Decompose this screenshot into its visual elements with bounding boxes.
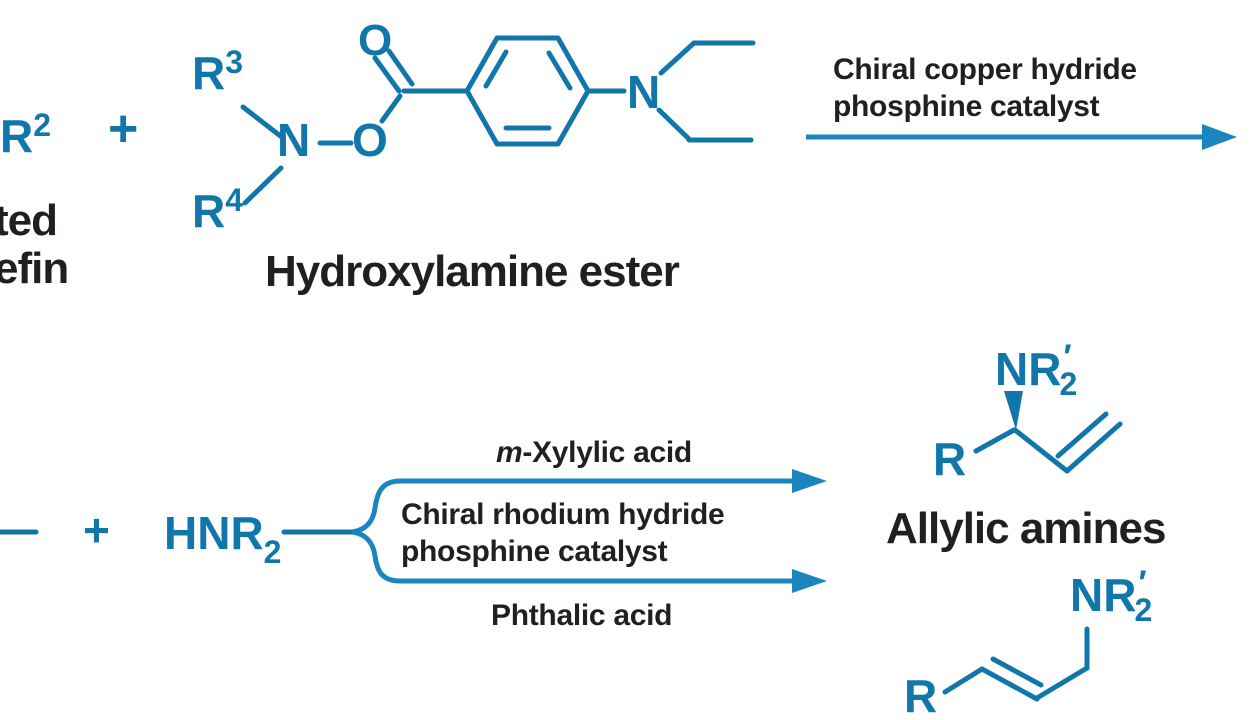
alkene-double-bond [990,656,1044,688]
hydroxylamine-ester-structure [240,35,756,206]
cut-caption-line2: efin [0,244,69,293]
m-xylylic-acid-label: m-Xylylic acid [496,434,692,471]
rhodium-catalyst-condition: Chiral rhodium hydride phosphine catalys… [401,496,725,570]
vinyl-double-bond [1055,411,1109,459]
ethyl-bond [656,107,692,142]
hnr2-base: HNR [164,507,264,559]
ring-inner-bond [483,49,509,89]
alkene-double-bond [979,666,1040,702]
bond [1034,665,1090,701]
bond [379,93,403,124]
bond [973,427,1017,454]
r3-base: R [192,47,226,99]
condition-line1: Chiral copper hydride [833,53,1137,86]
copper-catalyst-condition: Chiral copper hydride phosphine catalyst [833,51,1137,125]
nr2-prime-label-branched: NR′2 [995,340,1083,400]
ester-oxygen-atom-label: O [352,114,388,166]
nitrogen-atom-label: N [277,114,311,166]
plus-sign-top: + [108,100,139,158]
phthalic-acid-label: Phthalic acid [491,599,673,632]
bond [240,104,286,141]
r4-superscript: 4 [225,182,244,218]
branch-arrow-lower [351,529,827,593]
condition-line2: phosphine catalyst [833,90,1100,123]
carbonyl-double-bond [372,55,402,94]
prime-mark: ′ [1138,564,1147,602]
arrow-shaft [351,529,794,584]
stereo-wedge-bond [1004,391,1023,430]
ring-inner-bond [546,50,573,91]
carbonyl-oxygen-atom-label: O [358,16,393,65]
allylic-amines-caption: Allylic amines [886,504,1166,553]
xylylic-rest: -Xylylic acid [522,436,692,469]
r2-superscript: 2 [33,107,52,143]
arrowhead-icon [1202,124,1237,150]
nr2-base: NR [1070,569,1137,621]
arrow-shaft [351,478,794,535]
r4-base: R [192,185,226,237]
bond [1012,427,1070,474]
hnr2-subscript: 2 [263,534,282,570]
r3-substituent-label: R3 [192,46,243,99]
r-label-branched: R [933,433,967,485]
r2-substituent-label: R2 [0,109,51,162]
prime-mark: ′ [1063,338,1072,376]
branched-allylic-amine-structure [973,391,1123,474]
ethyl-bond [658,40,697,76]
r2-base: R [0,110,34,162]
condition-line1: Chiral rhodium hydride [401,498,725,531]
amine-nitrogen-atom-label: N [627,66,661,118]
nr2-prime-sub-stack: ′2 [1059,340,1083,400]
hnr2-amine-label: HNR2 [164,507,281,568]
r4-substituent-label: R4 [192,184,243,237]
bond [942,666,985,695]
condition-line2: phosphine catalyst [401,535,668,568]
nr2-prime-sub-stack: ′2 [1134,566,1158,626]
r-label-linear: R [904,670,938,720]
plus-sign-bottom: + [83,504,110,556]
nr2-subscript: 2 [1059,366,1078,402]
reaction-arrow-copper [806,124,1237,150]
branch-arrow-upper [351,469,827,535]
hydroxylamine-ester-caption: Hydroxylamine ester [265,247,680,296]
vinyl-double-bond [1064,421,1123,474]
r3-superscript: 3 [225,44,244,80]
bond [242,165,284,206]
linear-allylic-amine-structure [942,626,1090,702]
cut-caption-line1: ted [0,196,58,245]
nr2-prime-label-linear: NR′2 [1070,566,1158,626]
nr2-base: NR [995,343,1062,395]
arrowhead-icon [792,569,827,593]
nr2-subscript: 2 [1134,592,1153,628]
arrowhead-icon [792,469,827,493]
italic-m: m [496,436,523,469]
carbonyl-double-bond [386,48,415,87]
